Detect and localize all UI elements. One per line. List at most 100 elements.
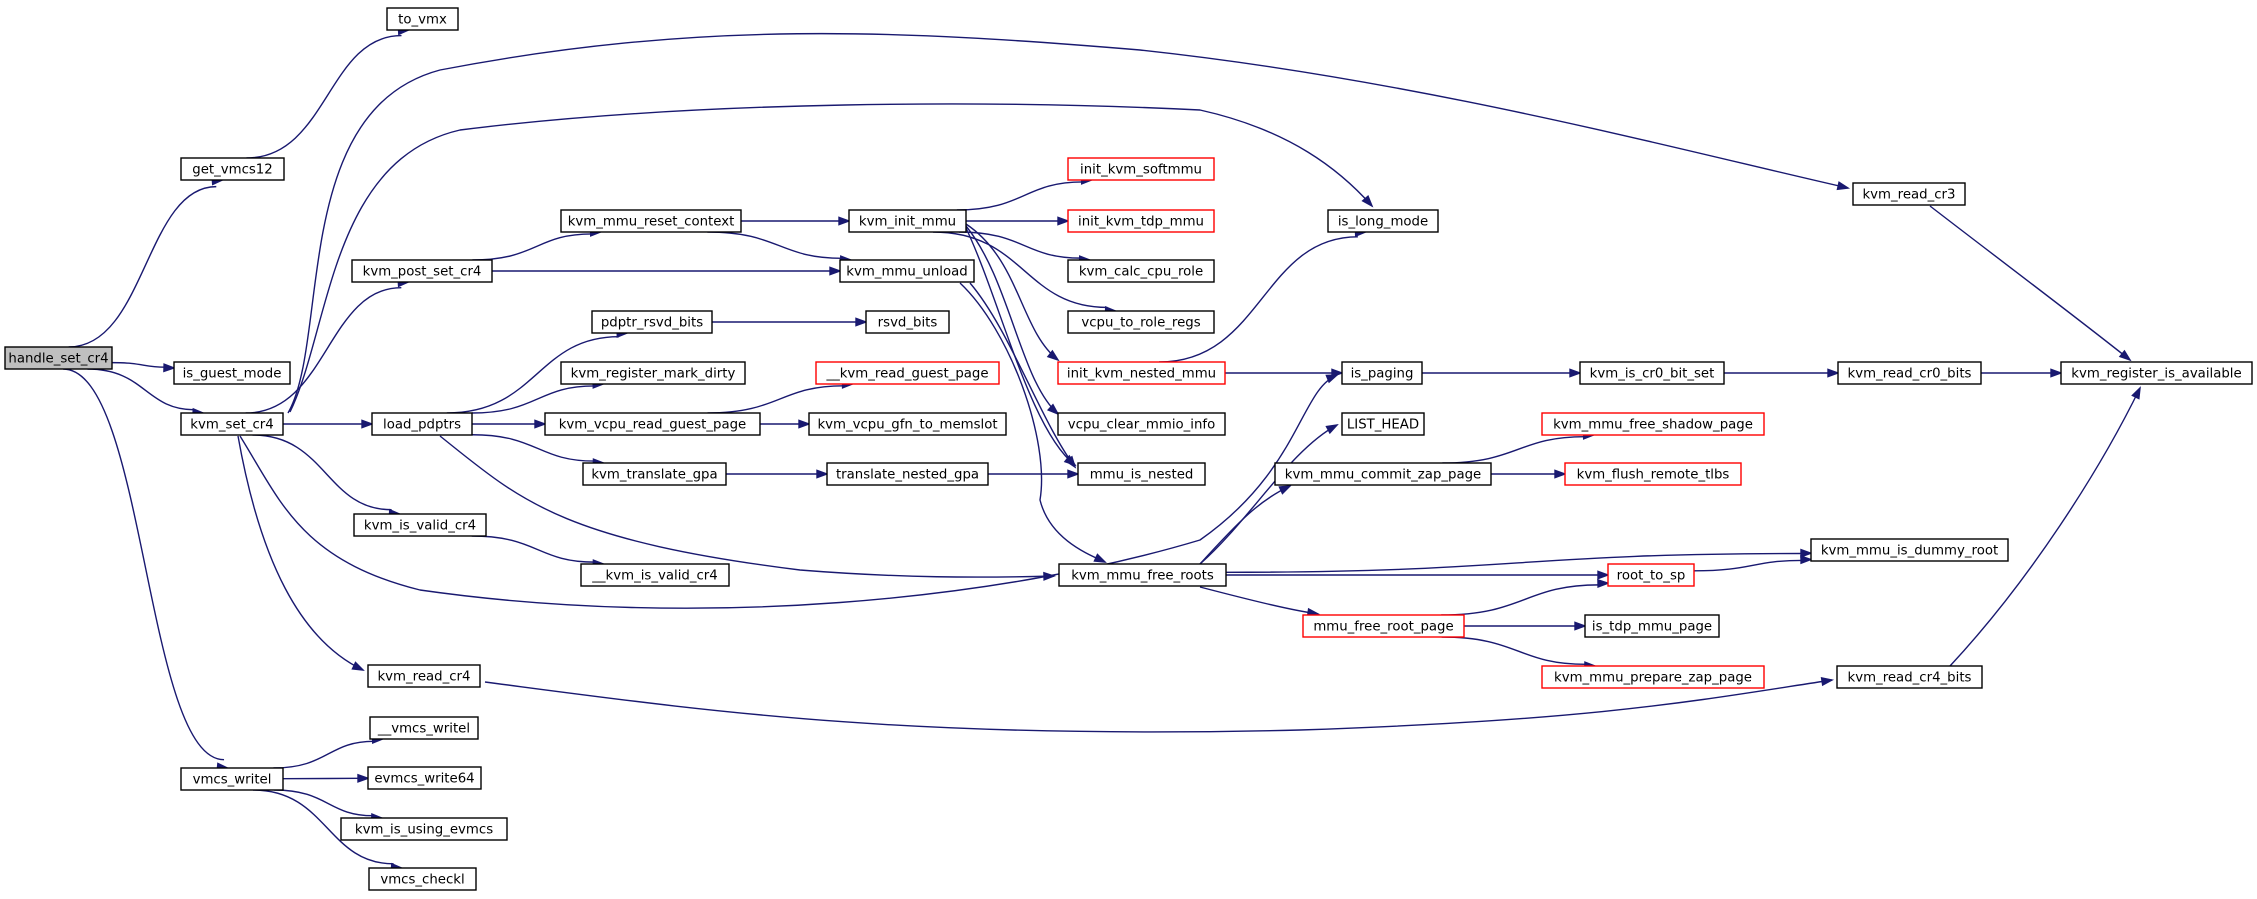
node-kvm-mmu-reset-context[interactable]: kvm_mmu_reset_context bbox=[560, 209, 742, 233]
arrowhead-icon bbox=[798, 419, 812, 429]
edge-kvm_is_cr0_bit_set-to-kvm_read_cr0_bits bbox=[1724, 368, 1841, 378]
node-box bbox=[1341, 412, 1425, 436]
node-kvm-read-guest-page[interactable]: __kvm_read_guest_page bbox=[815, 361, 1000, 385]
node-root-to-sp[interactable]: root_to_sp bbox=[1607, 563, 1695, 587]
node-box bbox=[180, 412, 284, 436]
node-kvm-calc-cpu-role[interactable]: kvm_calc_cpu_role bbox=[1067, 259, 1215, 283]
arrowhead-icon bbox=[2131, 386, 2141, 400]
node-label: is_tdp_mmu_page bbox=[1592, 620, 1712, 635]
node-kvm-init-mmu[interactable]: kvm_init_mmu bbox=[848, 209, 967, 233]
edge-line bbox=[1693, 559, 1803, 572]
edge-kvm_mmu_unload-to-mmu_is_nested bbox=[969, 282, 1077, 469]
node-label: translate_nested_gpa bbox=[836, 468, 979, 483]
edge-kvm_init_mmu-to-init_kvm_nested_mmu bbox=[965, 223, 1060, 362]
edge-line bbox=[1441, 584, 1600, 616]
edge-line bbox=[439, 435, 1055, 578]
edge-line bbox=[446, 335, 619, 414]
node-kvm-read-cr4-bits[interactable]: kvm_read_cr4_bits bbox=[1836, 665, 1983, 689]
edge-root_to_sp-to-kvm_mmu_is_dummy_root bbox=[1693, 555, 1814, 572]
node-kvm-is-using-evmcs[interactable]: kvm_is_using_evmcs bbox=[340, 817, 508, 841]
node-pdptr-rsvd-bits[interactable]: pdptr_rsvd_bits bbox=[591, 310, 713, 334]
node-box bbox=[1058, 563, 1227, 587]
edge-line bbox=[965, 223, 1059, 361]
node-label: LIST_HEAD bbox=[1347, 418, 1419, 433]
node-kvm-mmu-free-roots[interactable]: kvm_mmu_free_roots bbox=[1058, 563, 1227, 587]
node-is-tdp-mmu-page[interactable]: is_tdp_mmu_page bbox=[1584, 614, 1720, 638]
node-init-kvm-softmmu[interactable]: init_kvm_softmmu bbox=[1067, 157, 1215, 181]
node-kvm-mmu-commit-zap-page[interactable]: kvm_mmu_commit_zap_page bbox=[1274, 462, 1492, 486]
edge-kvm_init_mmu-to-init_kvm_tdp_mmu bbox=[966, 216, 1071, 226]
node-kvm-mmu-unload[interactable]: kvm_mmu_unload bbox=[839, 259, 975, 283]
node-label: kvm_read_cr3 bbox=[1862, 188, 1955, 203]
node-box bbox=[1810, 538, 2009, 562]
node-load-pdptrs[interactable]: load_pdptrs bbox=[371, 412, 473, 436]
node-is-paging[interactable]: is_paging bbox=[1341, 361, 1423, 385]
node-label: evmcs_write64 bbox=[374, 772, 474, 787]
node-vmcs-checkl[interactable]: vmcs_checkl bbox=[368, 867, 477, 891]
node-kvm-post-set-cr4[interactable]: kvm_post_set_cr4 bbox=[351, 259, 493, 283]
arrowhead-icon bbox=[1554, 469, 1568, 479]
edge-vmcs_writel-to-kvm_is_using_evmcs bbox=[274, 789, 384, 823]
node-box bbox=[369, 716, 479, 740]
node-label: kvm_flush_remote_tlbs bbox=[1577, 468, 1730, 483]
edge-kvm_mmu_free_roots-to-mmu_free_root_page bbox=[1199, 586, 1321, 618]
node-handle-set-cr4[interactable]: handle_set_cr4 bbox=[4, 346, 113, 370]
node-rsvd-bits[interactable]: rsvd_bits bbox=[865, 310, 950, 334]
node-box bbox=[848, 209, 967, 233]
node-get-vmcs12[interactable]: get_vmcs12 bbox=[180, 157, 285, 181]
node-init-kvm-tdp-mmu[interactable]: init_kvm_tdp_mmu bbox=[1067, 209, 1215, 233]
arrowhead-icon bbox=[1836, 181, 1851, 191]
edge-kvm_init_mmu-to-vcpu_clear_mmio_info bbox=[965, 225, 1060, 416]
arrowhead-icon bbox=[1361, 194, 1374, 208]
node-kvm-register-mark-dirty[interactable]: kvm_register_mark_dirty bbox=[560, 361, 746, 385]
edge-line bbox=[707, 231, 842, 259]
node-box bbox=[4, 346, 113, 370]
node-box bbox=[1341, 361, 1423, 385]
node-kvm-mmu-prepare-zap-page[interactable]: kvm_mmu_prepare_zap_page bbox=[1541, 665, 1765, 689]
node-kvm-register-is-available[interactable]: kvm_register_is_available bbox=[2060, 361, 2253, 385]
node-kvm-read-cr3[interactable]: kvm_read_cr3 bbox=[1852, 182, 1966, 206]
edge-kvm_vcpu_read_guest_page-to-__kvm_read_guest_page bbox=[707, 379, 855, 414]
edge-line bbox=[471, 434, 595, 462]
arrowhead-icon bbox=[351, 661, 365, 671]
node-kvm-vcpu-read-guest-page[interactable]: kvm_vcpu_read_guest_page bbox=[544, 412, 761, 436]
node-translate-nested-gpa[interactable]: translate_nested_gpa bbox=[826, 462, 989, 486]
node-label: kvm_calc_cpu_role bbox=[1079, 265, 1203, 280]
edge-line bbox=[289, 103, 1373, 413]
node-label: kvm_vcpu_read_guest_page bbox=[559, 418, 747, 433]
node-box bbox=[367, 664, 481, 688]
node-kvm-read-cr4[interactable]: kvm_read_cr4 bbox=[367, 664, 481, 688]
node-kvm-flush-remote-tlbs[interactable]: kvm_flush_remote_tlbs bbox=[1564, 462, 1742, 486]
edge-kvm_mmu_commit_zap_page-to-kvm_flush_remote_tlbs bbox=[1491, 469, 1568, 479]
node-kvm-is-cr0-bit-set[interactable]: kvm_is_cr0_bit_set bbox=[1579, 361, 1725, 385]
node-is-long-mode[interactable]: is_long_mode bbox=[1327, 209, 1439, 233]
node-mmu-free-root-page[interactable]: mmu_free_root_page bbox=[1302, 614, 1465, 638]
node-kvm-is-valid-cr4[interactable]: kvm_is_valid_cr4 bbox=[353, 513, 487, 537]
node-evmcs-write64[interactable]: evmcs_write64 bbox=[367, 766, 482, 790]
node-kvm-mmu-free-shadow-page[interactable]: kvm_mmu_free_shadow_page bbox=[1541, 412, 1765, 436]
node-vmcs-writel[interactable]: vmcs_writel bbox=[180, 767, 284, 791]
node-kvm-is-valid-cr4[interactable]: __kvm_is_valid_cr4 bbox=[580, 563, 730, 587]
node-kvm-read-cr0-bits[interactable]: kvm_read_cr0_bits bbox=[1837, 361, 1982, 385]
node-init-kvm-nested-mmu[interactable]: init_kvm_nested_mmu bbox=[1057, 361, 1226, 385]
node-label: init_kvm_nested_mmu bbox=[1067, 367, 1216, 382]
node-label: kvm_set_cr4 bbox=[190, 418, 273, 433]
node-box bbox=[1584, 614, 1720, 638]
node-is-guest-mode[interactable]: is_guest_mode bbox=[173, 361, 291, 385]
node-label: kvm_register_is_available bbox=[2071, 367, 2241, 382]
node-kvm-translate-gpa[interactable]: kvm_translate_gpa bbox=[582, 462, 727, 486]
node-kvm-set-cr4[interactable]: kvm_set_cr4 bbox=[180, 412, 284, 436]
edge-line bbox=[287, 32, 1849, 414]
node-to-vmx[interactable]: to_vmx bbox=[386, 7, 459, 31]
node-vcpu-to-role-regs[interactable]: vcpu_to_role_regs bbox=[1067, 310, 1215, 334]
node-vmcs-writel[interactable]: __vmcs_writel bbox=[369, 716, 479, 740]
node-LIST-HEAD[interactable]: LIST_HEAD bbox=[1341, 412, 1425, 436]
node-mmu-is-nested[interactable]: mmu_is_nested bbox=[1077, 462, 1206, 486]
edge-kvm_vcpu_read_guest_page-to-kvm_vcpu_gfn_to_memslot bbox=[760, 419, 812, 429]
node-label: handle_set_cr4 bbox=[8, 352, 108, 367]
node-kvm-mmu-is-dummy-root[interactable]: kvm_mmu_is_dummy_root bbox=[1810, 538, 2009, 562]
node-kvm-vcpu-gfn-to-memslot[interactable]: kvm_vcpu_gfn_to_memslot bbox=[808, 412, 1007, 436]
node-box bbox=[2060, 361, 2253, 385]
edge-vmcs_writel-to-__vmcs_writel bbox=[273, 734, 385, 769]
node-vcpu-clear-mmio-info[interactable]: vcpu_clear_mmio_info bbox=[1057, 412, 1226, 436]
